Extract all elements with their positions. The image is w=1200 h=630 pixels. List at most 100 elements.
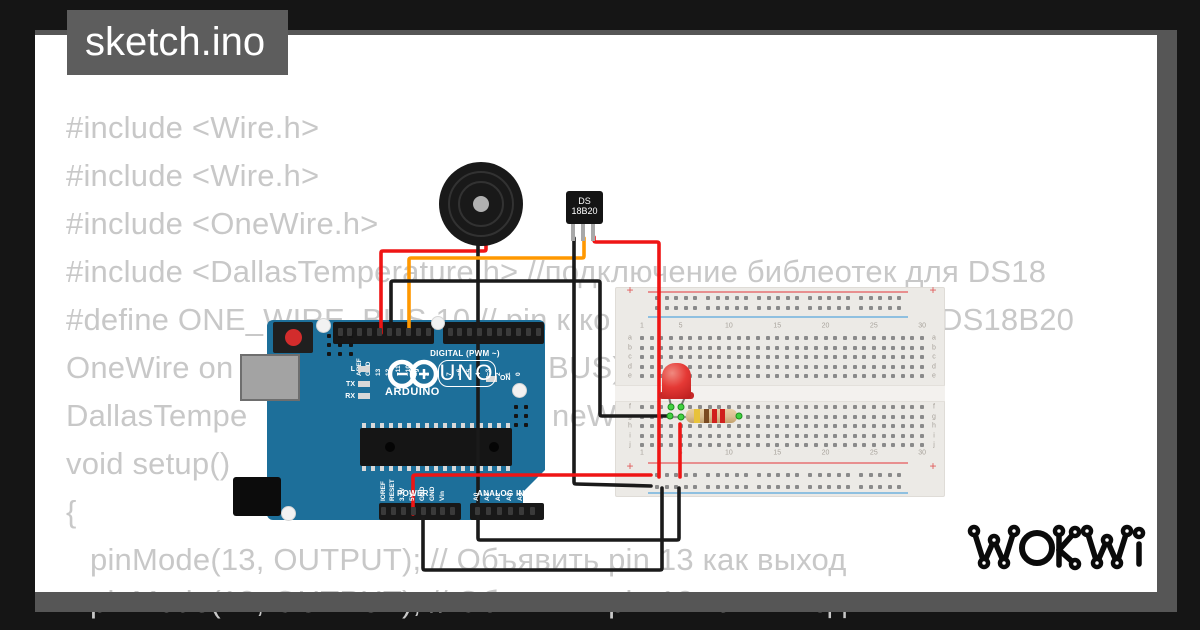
digital-header-right-pin[interactable] xyxy=(486,328,492,336)
breadboard-rail-hole xyxy=(664,473,669,477)
reset-button[interactable] xyxy=(285,329,302,346)
breadboard-hole xyxy=(726,443,731,448)
breadboard-row-letter: a xyxy=(628,334,632,342)
breadboard-hole xyxy=(842,424,847,429)
breadboard-rail-hole xyxy=(878,296,883,300)
arduino-uno-board[interactable] xyxy=(267,320,545,520)
power-header-pin[interactable] xyxy=(440,507,446,515)
breadboard-rail-hole xyxy=(674,473,679,477)
breadboard-rail-hole xyxy=(878,485,883,489)
analog-header-pin[interactable] xyxy=(518,507,524,515)
digital-header-left-pin[interactable] xyxy=(396,328,402,336)
breadboard-rail-hole xyxy=(715,485,720,489)
breadboard-column-number: 20 xyxy=(821,449,830,457)
digital-header-right-pin[interactable] xyxy=(476,328,482,336)
red-led[interactable] xyxy=(662,363,691,399)
file-tab[interactable]: sketch.ino xyxy=(67,10,288,75)
analog-header-pin[interactable] xyxy=(507,507,513,515)
breadboard-hole xyxy=(736,405,741,409)
breadboard-hole xyxy=(746,443,751,448)
digital-header-left-pin[interactable] xyxy=(376,328,382,336)
breadboard-rail-hole xyxy=(757,296,761,300)
analog-header-pin[interactable] xyxy=(485,507,491,515)
wire-gnd-rail-black[interactable] xyxy=(421,486,664,572)
breadboard-rail-hole xyxy=(693,485,698,489)
digital-header-left-pin[interactable] xyxy=(366,328,372,336)
breadboard-hole xyxy=(775,424,780,429)
breadboard-hole xyxy=(765,336,770,340)
wire-buzzer-pin13-red[interactable] xyxy=(379,235,488,335)
analog-header-pin[interactable] xyxy=(474,507,480,515)
resistor[interactable] xyxy=(686,409,737,423)
digital-header-right-pin[interactable] xyxy=(525,328,531,336)
icsp-pin xyxy=(524,405,528,409)
piezo-buzzer[interactable] xyxy=(439,162,523,246)
breadboard-hole xyxy=(755,443,760,448)
breadboard-rail-hole xyxy=(664,296,669,300)
digital-header-right-pin[interactable] xyxy=(496,328,502,336)
breadboard-column-number: 1 xyxy=(640,449,644,457)
power-header-pin[interactable] xyxy=(390,507,396,515)
power-header-pin[interactable] xyxy=(400,507,406,515)
icsp-pin xyxy=(514,405,518,409)
analog-caption: ANALOG IN xyxy=(477,489,525,498)
digital-header-right-pin[interactable] xyxy=(506,328,512,336)
breadboard-hole xyxy=(891,374,896,379)
icsp-pin xyxy=(338,352,342,356)
breadboard-hole xyxy=(784,433,789,438)
breadboard-hole xyxy=(871,374,876,379)
breadboard-hole xyxy=(804,443,809,448)
breadboard-hole xyxy=(784,364,789,369)
breadboard-hole xyxy=(736,433,741,438)
digital-header-right[interactable] xyxy=(443,322,544,344)
breadboard-rail-hole xyxy=(859,485,863,489)
digital-header-left-pin[interactable] xyxy=(357,328,363,336)
power-header-pin[interactable] xyxy=(410,507,416,515)
breadboard-hole xyxy=(910,374,915,379)
breadboard-rail-hole xyxy=(827,473,832,477)
breadboard-rail-hole xyxy=(693,306,698,310)
breadboard-hole xyxy=(717,374,722,379)
digital-header-right-pin[interactable] xyxy=(535,328,541,336)
digital-header-right-pin[interactable] xyxy=(457,328,463,336)
breadboard-hole xyxy=(910,414,915,419)
breadboard-column-number: 30 xyxy=(918,322,927,330)
breadboard-hole xyxy=(900,443,905,448)
digital-header-left-pin[interactable] xyxy=(415,328,421,336)
power-jack xyxy=(233,477,281,516)
wire-pin12-breadboard-black[interactable] xyxy=(389,279,671,418)
wire-ds18b20-gnd-black[interactable] xyxy=(572,236,653,488)
power-header-pin[interactable] xyxy=(450,507,456,515)
digital-header-right-pin[interactable] xyxy=(516,328,522,336)
breadboard-rail-hole xyxy=(674,485,679,489)
analog-header-pin[interactable] xyxy=(529,507,535,515)
breadboard-hole xyxy=(891,433,896,438)
breadboard-hole xyxy=(813,364,818,369)
digital-header-left-pin[interactable] xyxy=(337,328,343,336)
analog-header-pin[interactable] xyxy=(496,507,502,515)
breadboard-hole xyxy=(784,443,789,448)
wire-ds18b20-data-pin10-orange[interactable] xyxy=(407,236,586,335)
page-background xyxy=(35,35,1157,592)
digital-header-left-pin[interactable] xyxy=(425,328,431,336)
breadboard-hole xyxy=(852,355,857,360)
breadboard-row-letter: f xyxy=(629,403,631,411)
chip-dot xyxy=(489,442,499,452)
breadboard-hole xyxy=(755,405,760,409)
wire-buzzer-gnd-black[interactable] xyxy=(476,236,681,542)
power-header-pin[interactable] xyxy=(430,507,436,515)
digital-header-left-pin[interactable] xyxy=(347,328,353,336)
digital-header-right-pin[interactable] xyxy=(447,328,453,336)
breadboard-rail-hole xyxy=(744,306,749,310)
breadboard-rail-hole xyxy=(868,485,873,489)
digital-header-left-pin[interactable] xyxy=(386,328,392,336)
digital-header-left-pin[interactable] xyxy=(406,328,412,336)
wire-5v-rail-red[interactable] xyxy=(411,473,653,516)
breadboard-rail-hole xyxy=(887,485,892,489)
breadboard-hole xyxy=(852,424,857,429)
breadboard-rail-hole xyxy=(725,296,730,300)
power-header-pin[interactable] xyxy=(420,507,426,515)
ds18b20-temperature-sensor[interactable]: DS 18B20 xyxy=(566,191,603,224)
digital-header-right-pin[interactable] xyxy=(467,328,473,336)
power-header-pin[interactable] xyxy=(381,507,386,515)
